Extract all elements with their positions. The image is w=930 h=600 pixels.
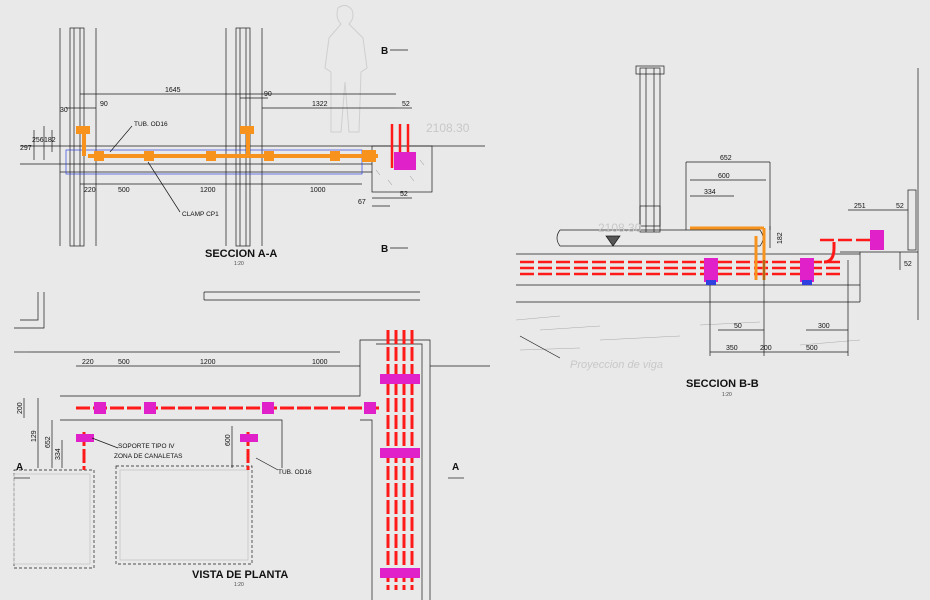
plan-support — [240, 434, 258, 442]
clamp-label: CLAMP CP1 — [182, 211, 219, 218]
plan-scale: 1:20 — [234, 582, 244, 588]
clamp-marker — [94, 151, 104, 161]
dim-220: 220 — [84, 187, 96, 194]
clamp-marker — [206, 151, 216, 161]
tube-label: TUB. OD16 — [134, 121, 168, 128]
plan-support — [380, 448, 420, 458]
dim-50: 50 — [734, 323, 742, 330]
dim-256: 256 — [32, 137, 44, 144]
plan-support — [144, 402, 156, 414]
dim-500: 500 — [118, 187, 130, 194]
plan-support — [76, 434, 94, 442]
gutter-zone-label: ZONA DE CANALETAS — [114, 453, 183, 460]
dim-652: 652 — [720, 155, 732, 162]
tube-label-plan: TUB. OD16 — [278, 469, 312, 476]
dim-90: 90 — [100, 101, 108, 108]
dim-334: 334 — [55, 448, 62, 460]
dim-500: 500 — [118, 359, 130, 366]
dim-52: 52 — [904, 261, 912, 268]
cut-marker-a-right: A — [452, 462, 459, 473]
dim-1200: 1200 — [200, 359, 216, 366]
plan-support — [94, 402, 106, 414]
dim-1645: 1645 — [165, 87, 181, 94]
dim-182: 182 — [777, 232, 784, 244]
section-bb-title: SECCION B-B — [686, 378, 759, 390]
projection-label: Proyeccion de viga — [570, 359, 663, 371]
support-bb-3 — [870, 230, 884, 250]
floor-block-right — [115, 465, 253, 565]
plan-support — [380, 568, 420, 578]
section-bb-view — [515, 65, 919, 359]
plan-dimensions: 220 500 1200 1000 200 129 652 334 600 — [17, 359, 328, 460]
dim-500: 500 — [806, 345, 818, 352]
dim-200: 200 — [17, 402, 24, 414]
dim-67: 67 — [358, 199, 366, 206]
support-bb-2 — [800, 258, 814, 282]
cut-marker-b-bottom: B — [381, 244, 388, 255]
cut-marker-a-left: A — [16, 462, 23, 473]
section-aa-scale: 1:20 — [234, 261, 244, 267]
clamp-marker — [330, 151, 340, 161]
plan-support — [262, 402, 274, 414]
dim-600: 600 — [225, 434, 232, 446]
plan-support — [380, 374, 420, 384]
dim-1000: 1000 — [312, 359, 328, 366]
cut-marker-b-top: B — [381, 46, 388, 57]
clamp-marker — [264, 151, 274, 161]
plan-view — [13, 291, 490, 600]
dim-1322: 1322 — [312, 101, 328, 108]
dim-52: 52 — [400, 191, 408, 198]
section-aa-view — [20, 4, 485, 249]
section-bb-dimensions: 652 600 334 182 251 52 52 50 300 350 200… — [704, 155, 912, 352]
section-bb-scale: 1:20 — [722, 392, 732, 398]
dim-1200: 1200 — [200, 187, 216, 194]
dim-300: 300 — [818, 323, 830, 330]
dim-52: 52 — [402, 101, 410, 108]
dim-600: 600 — [718, 173, 730, 180]
support-type-label: SOPORTE TIPO IV — [118, 443, 175, 450]
level-label-aa: 2108.30 — [426, 121, 470, 135]
clamp-marker — [144, 151, 154, 161]
support-block — [394, 152, 416, 170]
column-left — [69, 27, 85, 247]
plan-support — [364, 402, 376, 414]
level-label-bb: 2108.30 — [598, 221, 642, 235]
dim-182: 182 — [44, 137, 56, 144]
dim-129: 129 — [31, 430, 38, 442]
person-silhouette — [324, 4, 368, 133]
section-aa-title: SECCION A-A — [205, 248, 277, 260]
dim-90: 90 — [264, 91, 272, 98]
support-bb-1 — [704, 258, 718, 282]
terminal-box — [371, 145, 433, 193]
dim-334: 334 — [704, 189, 716, 196]
dim-1000: 1000 — [310, 187, 326, 194]
level-triangle — [605, 235, 621, 247]
plan-title: VISTA DE PLANTA — [192, 569, 288, 581]
column-bb — [639, 67, 661, 233]
dim-200: 200 — [760, 345, 772, 352]
section-aa-dimensions: 1645 90 30 90 1322 52 297 256 182 220 50… — [20, 87, 410, 206]
dim-652: 652 — [45, 436, 52, 448]
dim-251: 251 — [854, 203, 866, 210]
dim-297: 297 — [20, 145, 32, 152]
dim-220: 220 — [82, 359, 94, 366]
dim-52: 52 — [896, 203, 904, 210]
floor-block-left — [13, 469, 95, 569]
dim-350: 350 — [726, 345, 738, 352]
dim-30: 30 — [60, 107, 68, 114]
